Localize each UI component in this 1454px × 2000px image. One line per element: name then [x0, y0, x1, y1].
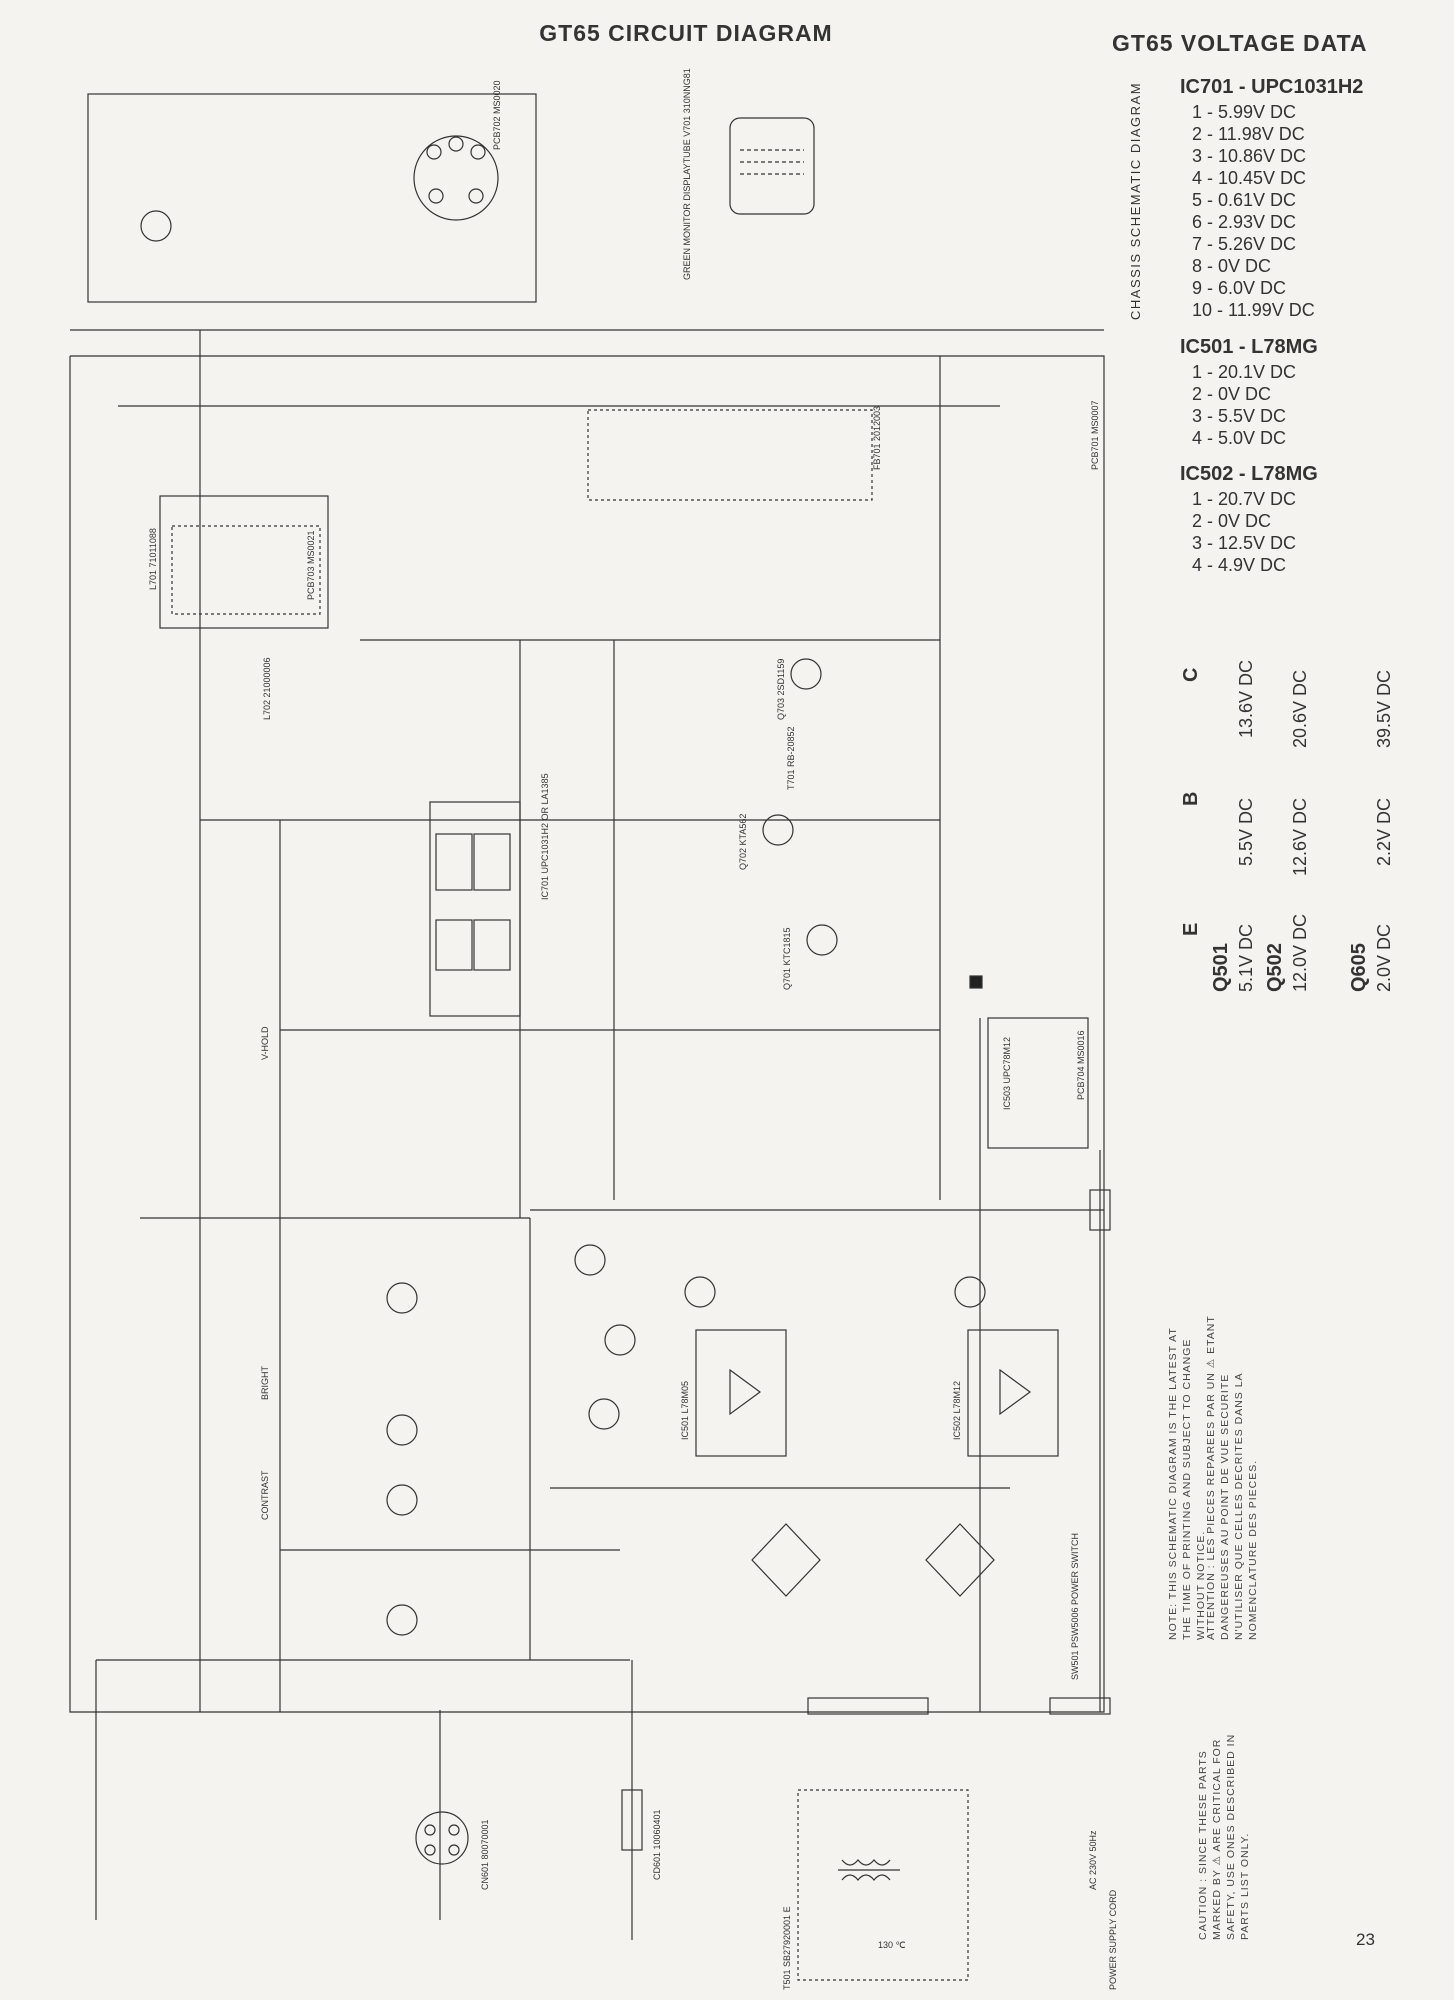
label-pcb702: PCB702 MS0020 — [492, 80, 502, 150]
label-contrast: CONTRAST — [260, 1470, 270, 1520]
ic-pin: 2 - 11.98V DC — [1192, 124, 1305, 144]
ic-pin: 3 - 12.5V DC — [1192, 533, 1297, 553]
ic502-voltage-table: IC502 - L78MG 1 - 20.7V DC 2 - 0V DC 3 -… — [1180, 463, 1318, 576]
ic-name: IC501 - L78MG — [1180, 336, 1318, 358]
label-ic502: IC502 L78M12 — [952, 1381, 962, 1440]
label-t501: T501 SB27920001 E — [782, 1906, 792, 1990]
yoke-board — [159, 495, 329, 629]
label-bright: BRIGHT — [260, 1365, 270, 1400]
input-connector-cn601 — [415, 1811, 469, 1865]
crt-pin — [468, 188, 484, 204]
crt-pin — [448, 136, 464, 152]
label-cd601: CD601 10060401 — [652, 1809, 662, 1880]
transformer-box — [797, 1789, 969, 1981]
label-ac: AC 230V 50Hz — [1088, 1830, 1098, 1890]
label-pcb703: PCB703 MS0021 — [306, 530, 316, 600]
display-tube — [729, 117, 815, 215]
ic-pin: 3 - 5.5V DC — [1192, 406, 1287, 426]
ic-pin: 8 - 0V DC — [1192, 256, 1272, 276]
power-sub-board — [987, 1017, 1089, 1149]
ic-name: IC502 - L78MG — [1180, 463, 1318, 485]
ic-pin: 10 - 11.99V DC — [1192, 300, 1315, 320]
main-board-outline — [69, 355, 1105, 1713]
label-q701: Q701 KTC1815 — [782, 927, 792, 990]
connector-cn501 — [807, 1697, 929, 1715]
flyback-box — [587, 409, 873, 501]
label-l702: L702 21000006 — [262, 657, 272, 720]
label-q702: Q702 KTA562 — [738, 814, 748, 870]
crt-pin — [470, 144, 486, 160]
ic-pin: 1 - 20.7V DC — [1192, 489, 1297, 509]
ic-pin: 4 - 5.0V DC — [1192, 428, 1287, 448]
label-power-cord: POWER SUPPLY CORD — [1108, 1889, 1118, 1990]
ic-pin: 5 - 0.61V DC — [1192, 190, 1297, 210]
transistor-q601 — [386, 1604, 418, 1636]
connector-cn503 — [1089, 1189, 1111, 1231]
transistor-q602 — [386, 1484, 418, 1516]
transistor-q606 — [574, 1244, 606, 1276]
ic-name: IC701 - UPC1031H2 — [1180, 76, 1364, 98]
ic701-block — [429, 801, 521, 1017]
label-cn601: CN601 80070001 — [480, 1819, 490, 1890]
label-q703: Q703 2SD1159 — [776, 659, 786, 720]
ic501-voltage-table: IC501 - L78MG 1 - 20.1V DC 2 - 0V DC 3 -… — [1180, 336, 1318, 449]
label-ic701: IC701 UPC1031H2 OR LA1385 — [540, 773, 550, 900]
transistor-q703 — [790, 658, 822, 690]
transistor-q702 — [762, 814, 794, 846]
transistor-q605 — [140, 210, 172, 242]
label-ic501: IC501 L78M05 — [680, 1381, 690, 1440]
transistor-q501 — [684, 1276, 716, 1308]
ic-pin: 2 - 0V DC — [1192, 511, 1272, 531]
ic-pin: 9 - 6.0V DC — [1192, 278, 1287, 298]
label-power-switch: SW501 PSW5006 POWER SWITCH — [1070, 1533, 1080, 1680]
label-t701: T701 RB-20852 — [786, 726, 796, 790]
bridge-rectifier-1 — [751, 1523, 821, 1597]
label-v701: GREEN MONITOR DISPLAYTUBE V701 310NNG81 — [682, 68, 692, 280]
transistor-q502 — [954, 1276, 986, 1308]
label-vhold: V-HOLD — [260, 1026, 270, 1060]
yoke-inner — [171, 525, 321, 615]
bridge-rectifier-2 — [925, 1523, 995, 1597]
transistor-q608 — [588, 1398, 620, 1430]
ic-pin: 4 - 4.9V DC — [1192, 555, 1287, 575]
ic-pin: 6 - 2.93V DC — [1192, 212, 1297, 232]
ic701-voltage-table: IC701 - UPC1031H2 1 - 5.99V DC 2 - 11.98… — [1180, 76, 1363, 321]
crt-socket — [413, 135, 499, 221]
connector-cn502 — [1049, 1697, 1111, 1715]
label-l701: L701 71011088 — [148, 528, 158, 590]
transistor-q701 — [806, 924, 838, 956]
ic502-block — [967, 1329, 1059, 1457]
page-title: GT65 CIRCUIT DIAGRAM — [539, 20, 833, 46]
ic-pin: 2 - 0V DC — [1192, 384, 1272, 404]
transistor-q603 — [386, 1414, 418, 1446]
ic-pin: 1 - 5.99V DC — [1192, 102, 1297, 122]
schematic-labels: PCB702 MS0020 GREEN MONITOR DISPLAYTUBE … — [148, 68, 1118, 1990]
ic-pin: 4 - 10.45V DC — [1192, 168, 1307, 188]
label-ic503: IC503 UPC78M12 — [1002, 1037, 1012, 1110]
transistor-q607 — [604, 1324, 636, 1356]
label-fuse: 130 ℃ — [878, 1940, 906, 1950]
page-number: 23 — [1356, 1930, 1375, 1949]
crt-socket-board — [87, 93, 537, 303]
crt-pin — [426, 144, 442, 160]
label-fb701: FB701 2012003 — [872, 406, 882, 470]
ic501-block — [695, 1329, 787, 1457]
transistor-q604 — [386, 1282, 418, 1314]
voltage-data-title: GT65 VOLTAGE DATA — [1112, 30, 1368, 56]
label-pcb704: PCB704 MS0016 — [1076, 1030, 1086, 1100]
crt-pin — [428, 188, 444, 204]
label-pcb701: PCB701 MS0007 — [1090, 400, 1100, 470]
test-point-tp501 — [969, 975, 983, 989]
ic-pin: 3 - 10.86V DC — [1192, 146, 1307, 166]
ic-pin: 7 - 5.26V DC — [1192, 234, 1297, 254]
ic-pin: 1 - 20.1V DC — [1192, 362, 1297, 382]
